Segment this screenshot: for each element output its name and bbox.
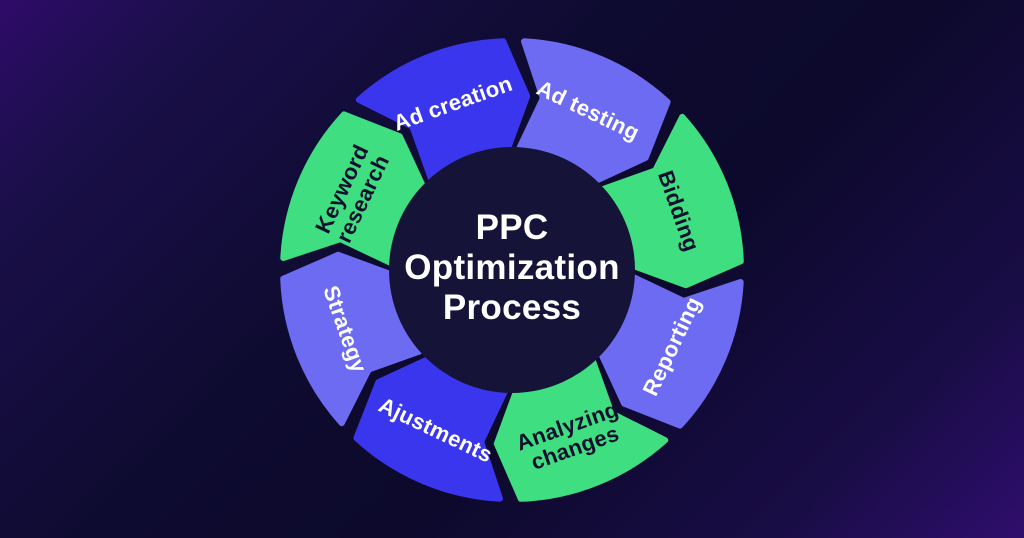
center-circle	[389, 147, 635, 393]
diagram-title: PPC Optimization Process	[404, 208, 620, 327]
